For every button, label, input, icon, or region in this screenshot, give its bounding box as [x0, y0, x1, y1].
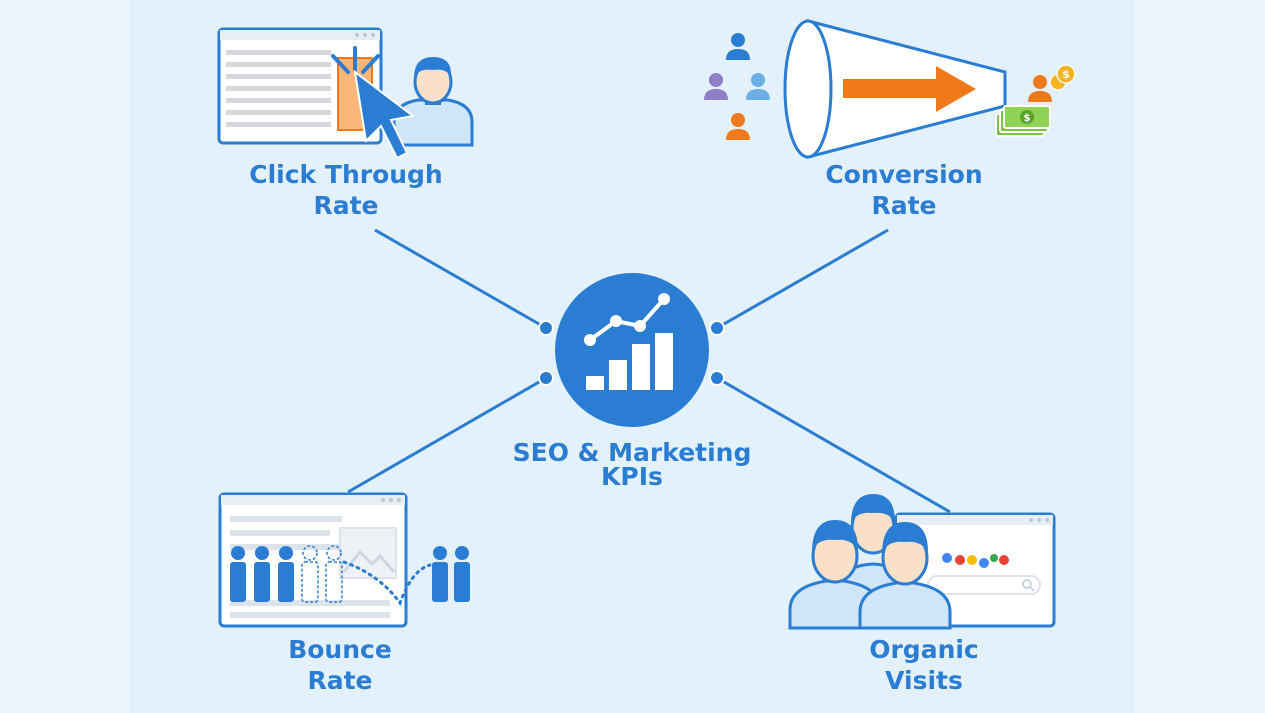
click-through-icon — [217, 27, 474, 160]
label-organic: Organic Visits — [824, 634, 1024, 696]
dot-organic — [709, 370, 725, 386]
label-conversion: Conversion Rate — [784, 159, 1024, 221]
bouncing-visitors — [301, 545, 343, 603]
funnel-icon: $ $ — [704, 19, 1076, 159]
connector-organic — [716, 376, 951, 514]
label-ctr-line2: Rate — [313, 191, 379, 220]
search-logo-mark — [942, 553, 1009, 568]
label-ctr: Click Through Rate — [226, 159, 466, 221]
label-center-line1: SEO & Marketing — [512, 438, 752, 467]
growth-chart-icon — [555, 273, 709, 427]
connector-ctr — [374, 228, 547, 330]
label-conversion-line1: Conversion — [825, 160, 983, 189]
label-center-line2: KPIs — [601, 462, 663, 491]
label-conversion-line2: Rate — [871, 191, 937, 220]
connector-bounce — [347, 376, 547, 494]
bounce-icon — [218, 492, 470, 628]
solid-visitors — [230, 546, 294, 602]
label-organic-line2: Visits — [885, 666, 963, 695]
svg-text:$: $ — [1024, 113, 1031, 124]
label-organic-line1: Organic — [869, 635, 979, 664]
label-ctr-line1: Click Through — [249, 160, 443, 189]
dot-conversion — [709, 320, 725, 336]
dot-bounce — [538, 370, 554, 386]
svg-text:$: $ — [1062, 68, 1070, 81]
connector-dots — [538, 320, 725, 386]
connector-conversion — [716, 228, 889, 330]
label-bounce-line1: Bounce — [288, 635, 392, 664]
dot-ctr — [538, 320, 554, 336]
label-bounce: Bounce Rate — [240, 634, 440, 696]
exited-visitors — [432, 546, 470, 602]
connectors — [347, 228, 951, 514]
label-bounce-line2: Rate — [307, 666, 373, 695]
search-visitors-icon — [788, 494, 1056, 630]
label-center: SEO & Marketing KPIs — [492, 438, 772, 491]
